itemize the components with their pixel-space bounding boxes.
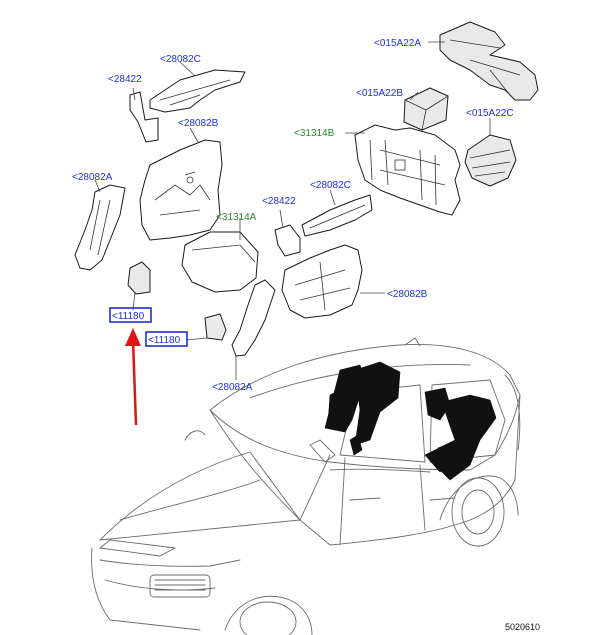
- part-015A22B: [403, 87, 449, 131]
- part-015A22A: [439, 21, 539, 101]
- highlight-box-11180-a: [109, 307, 152, 323]
- callout-labels: <015A22A <015A22B <015A22C <28082C <2842…: [72, 38, 514, 393]
- part-28082C-mid: [301, 194, 373, 237]
- label-28082B-upper: <28082B: [178, 118, 219, 129]
- part-015A22C: [464, 134, 517, 187]
- label-11180-a: <11180: [112, 311, 145, 322]
- vehicle-outline: [91, 337, 521, 635]
- part-28082B-upper: [139, 139, 223, 241]
- label-28082B-lower: <28082B: [387, 289, 428, 300]
- part-28082A-lower: [231, 279, 276, 357]
- installed-insulation-marks: [324, 361, 497, 481]
- part-28082A-left: [74, 184, 126, 271]
- part-28082B-lower: [281, 244, 363, 319]
- label-28422-upper: <28422: [108, 74, 142, 85]
- part-31314A: [181, 231, 259, 293]
- leader-lines: [94, 41, 491, 380]
- part-28422-mid: [274, 224, 301, 257]
- red-arrow-icon: [125, 328, 141, 426]
- label-28082A-left: <28082A: [72, 172, 113, 183]
- highlight-box-11180-b: [145, 331, 188, 347]
- label-31314A: <31314A: [216, 212, 257, 223]
- label-28422-mid: <28422: [262, 196, 296, 207]
- label-015A22C: <015A22C: [466, 108, 514, 119]
- part-28422-upper: [129, 91, 159, 143]
- label-11180-b: <11180: [148, 335, 181, 346]
- label-28082C-upper: <28082C: [160, 54, 201, 65]
- label-015A22B: <015A22B: [356, 88, 403, 99]
- label-28082A-lower: <28082A: [212, 382, 253, 393]
- label-28082C-mid: <28082C: [310, 180, 351, 191]
- diagram-reference-number: 5020610: [505, 622, 540, 632]
- part-28082C-upper: [149, 69, 246, 113]
- part-11180-upper: [127, 261, 151, 295]
- label-015A22A: <015A22A: [374, 38, 421, 49]
- label-31314B: <31314B: [294, 128, 335, 139]
- part-31314B: [354, 124, 461, 216]
- part-11180-lower: [204, 313, 227, 341]
